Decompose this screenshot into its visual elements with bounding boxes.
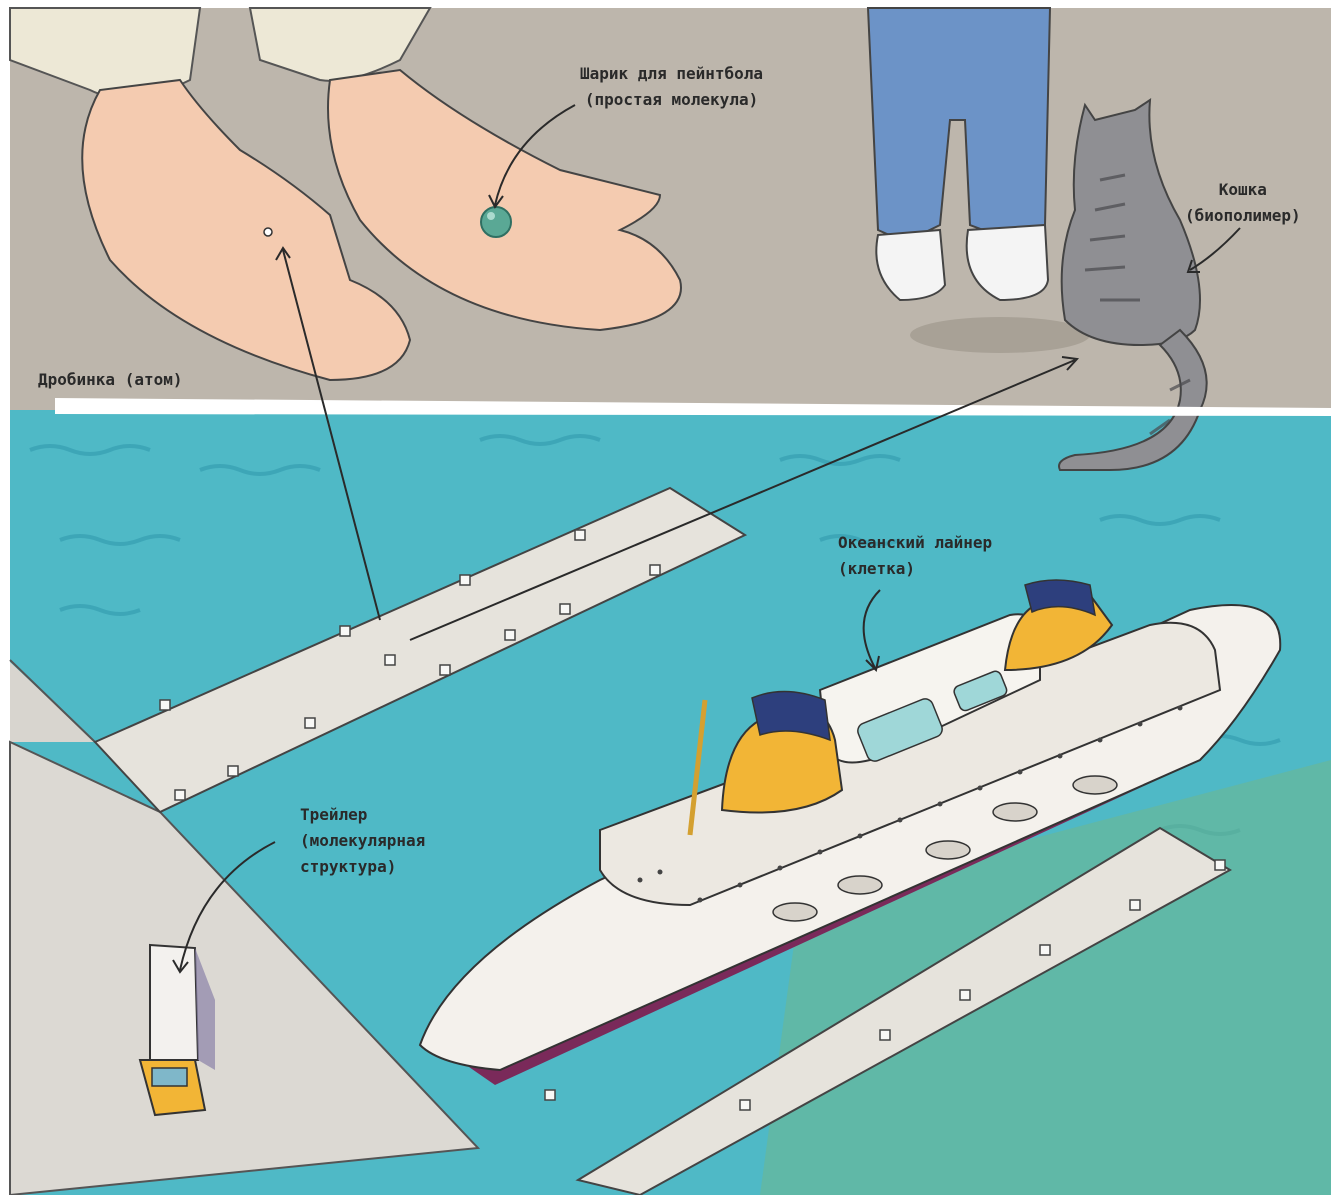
label-pellet-line1: Дробинка (атом)	[38, 367, 183, 393]
label-liner: Океанский лайнер (клетка)	[838, 530, 992, 582]
label-trailer-line3: структура)	[300, 854, 425, 880]
label-paintball-line2: (простая молекула)	[580, 87, 763, 113]
legs-shadow	[910, 317, 1090, 353]
label-cat-line2: (биополимер)	[1185, 203, 1301, 229]
label-pellet: Дробинка (атом)	[38, 367, 183, 393]
label-paintball: Шарик для пейнтбола (простая молекула)	[580, 61, 763, 113]
label-trailer-line1: Трейлер	[300, 802, 425, 828]
label-trailer-line2: (молекулярная	[300, 828, 425, 854]
label-liner-line2: (клетка)	[838, 556, 992, 582]
label-trailer: Трейлер (молекулярная структура)	[300, 802, 425, 880]
label-liner-line1: Океанский лайнер	[838, 530, 992, 556]
label-paintball-line1: Шарик для пейнтбола	[580, 61, 763, 87]
paintball	[481, 207, 511, 237]
label-cat: Кошка (биополимер)	[1185, 177, 1301, 229]
lead-pellet	[264, 228, 272, 236]
label-cat-line1: Кошка	[1185, 177, 1301, 203]
